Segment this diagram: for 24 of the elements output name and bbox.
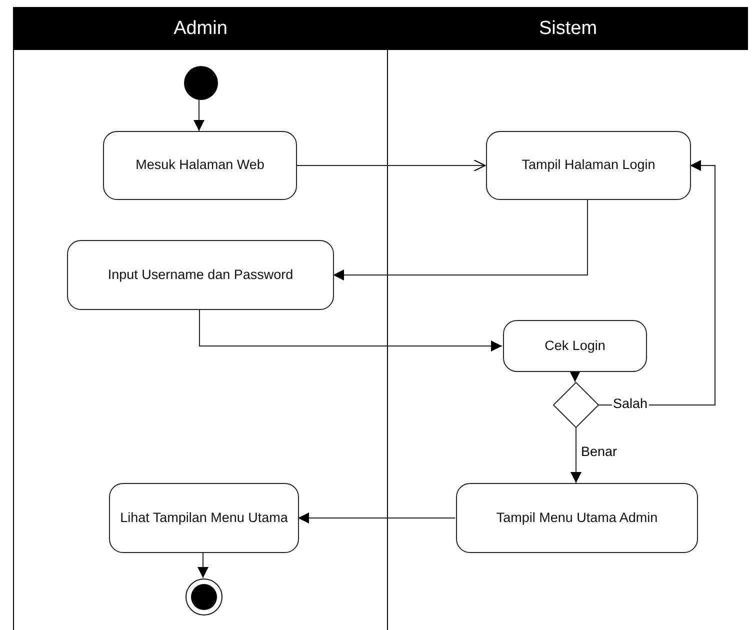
arrow: [570, 371, 580, 382]
lane-header: Sistem: [388, 7, 748, 50]
activity-box: Cek Login: [503, 320, 647, 372]
lane-header: Admin: [14, 7, 387, 50]
decision-diamond: [553, 382, 599, 428]
arrow: [296, 159, 486, 172]
swimlane: [387, 7, 748, 630]
arrow: [570, 428, 582, 484]
arrow: [332, 200, 588, 280]
activity-box: Mesuk Halaman Web: [103, 131, 297, 200]
arrow: [194, 100, 204, 132]
arrow: [199, 310, 502, 352]
activity-box: Lihat Tampilan Menu Utama: [109, 483, 299, 553]
arrow: [198, 552, 208, 578]
activity-box: Input Username dan Password: [67, 240, 334, 310]
edge-label: Benar: [580, 444, 618, 459]
activity-box: Tampil Menu Utama Admin: [456, 483, 698, 553]
arrow: [298, 512, 456, 524]
initial-node: [184, 66, 218, 100]
arrow: [598, 160, 716, 406]
edge-label: Salah: [612, 396, 649, 411]
final-node: [185, 578, 223, 616]
swimlane: [13, 7, 387, 630]
activity-box: Tampil Halaman Login: [486, 131, 691, 200]
